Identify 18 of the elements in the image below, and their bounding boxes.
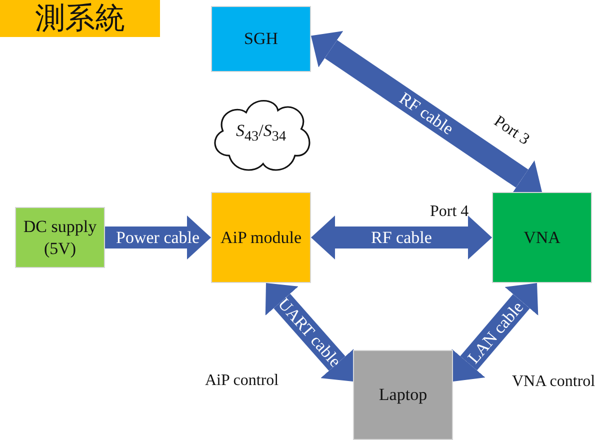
cloud-label: S$_{43}$/S$_{34}$	[236, 120, 286, 146]
arrow	[105, 216, 211, 260]
title-banner: 測系統	[0, 0, 160, 37]
double-arrow	[265, 283, 354, 382]
edge-label: RF cable	[371, 229, 432, 246]
double-arrow	[452, 283, 538, 382]
port-label: Port 3	[490, 112, 532, 150]
component-box: DC supply (5V)	[15, 207, 105, 268]
component-box: Laptop	[353, 350, 453, 440]
component-box: SGH	[211, 6, 311, 72]
component-box: VNA	[492, 192, 592, 283]
port-label: Port 4	[430, 203, 469, 221]
annotation-label: VNA control	[512, 373, 596, 391]
component-box: AiP module	[211, 192, 311, 283]
annotation-label: AiP control	[205, 372, 279, 390]
edge-label: Power cable	[116, 229, 200, 246]
edge-label: RF cable	[396, 90, 456, 138]
double-arrow	[311, 216, 492, 260]
